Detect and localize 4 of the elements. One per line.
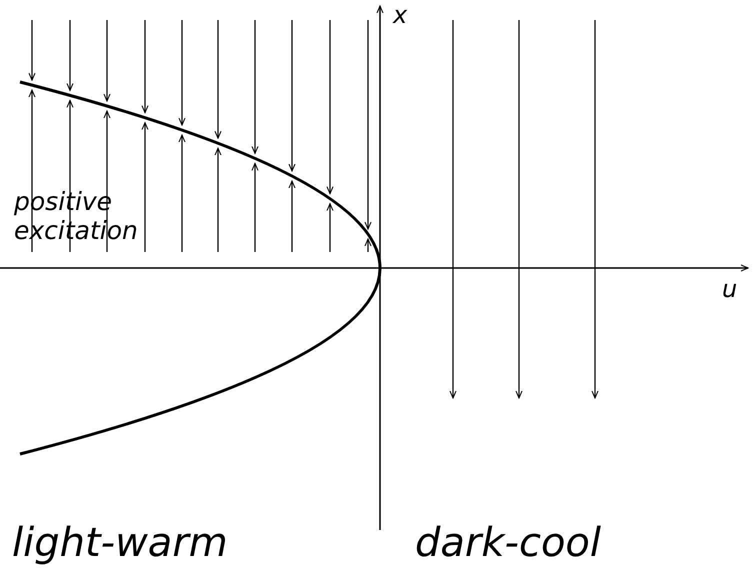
region-label: dark-cool [415,520,601,566]
axis-label: x [393,2,408,30]
axis-label: u [722,276,738,304]
region-label: light-warm [12,520,228,566]
